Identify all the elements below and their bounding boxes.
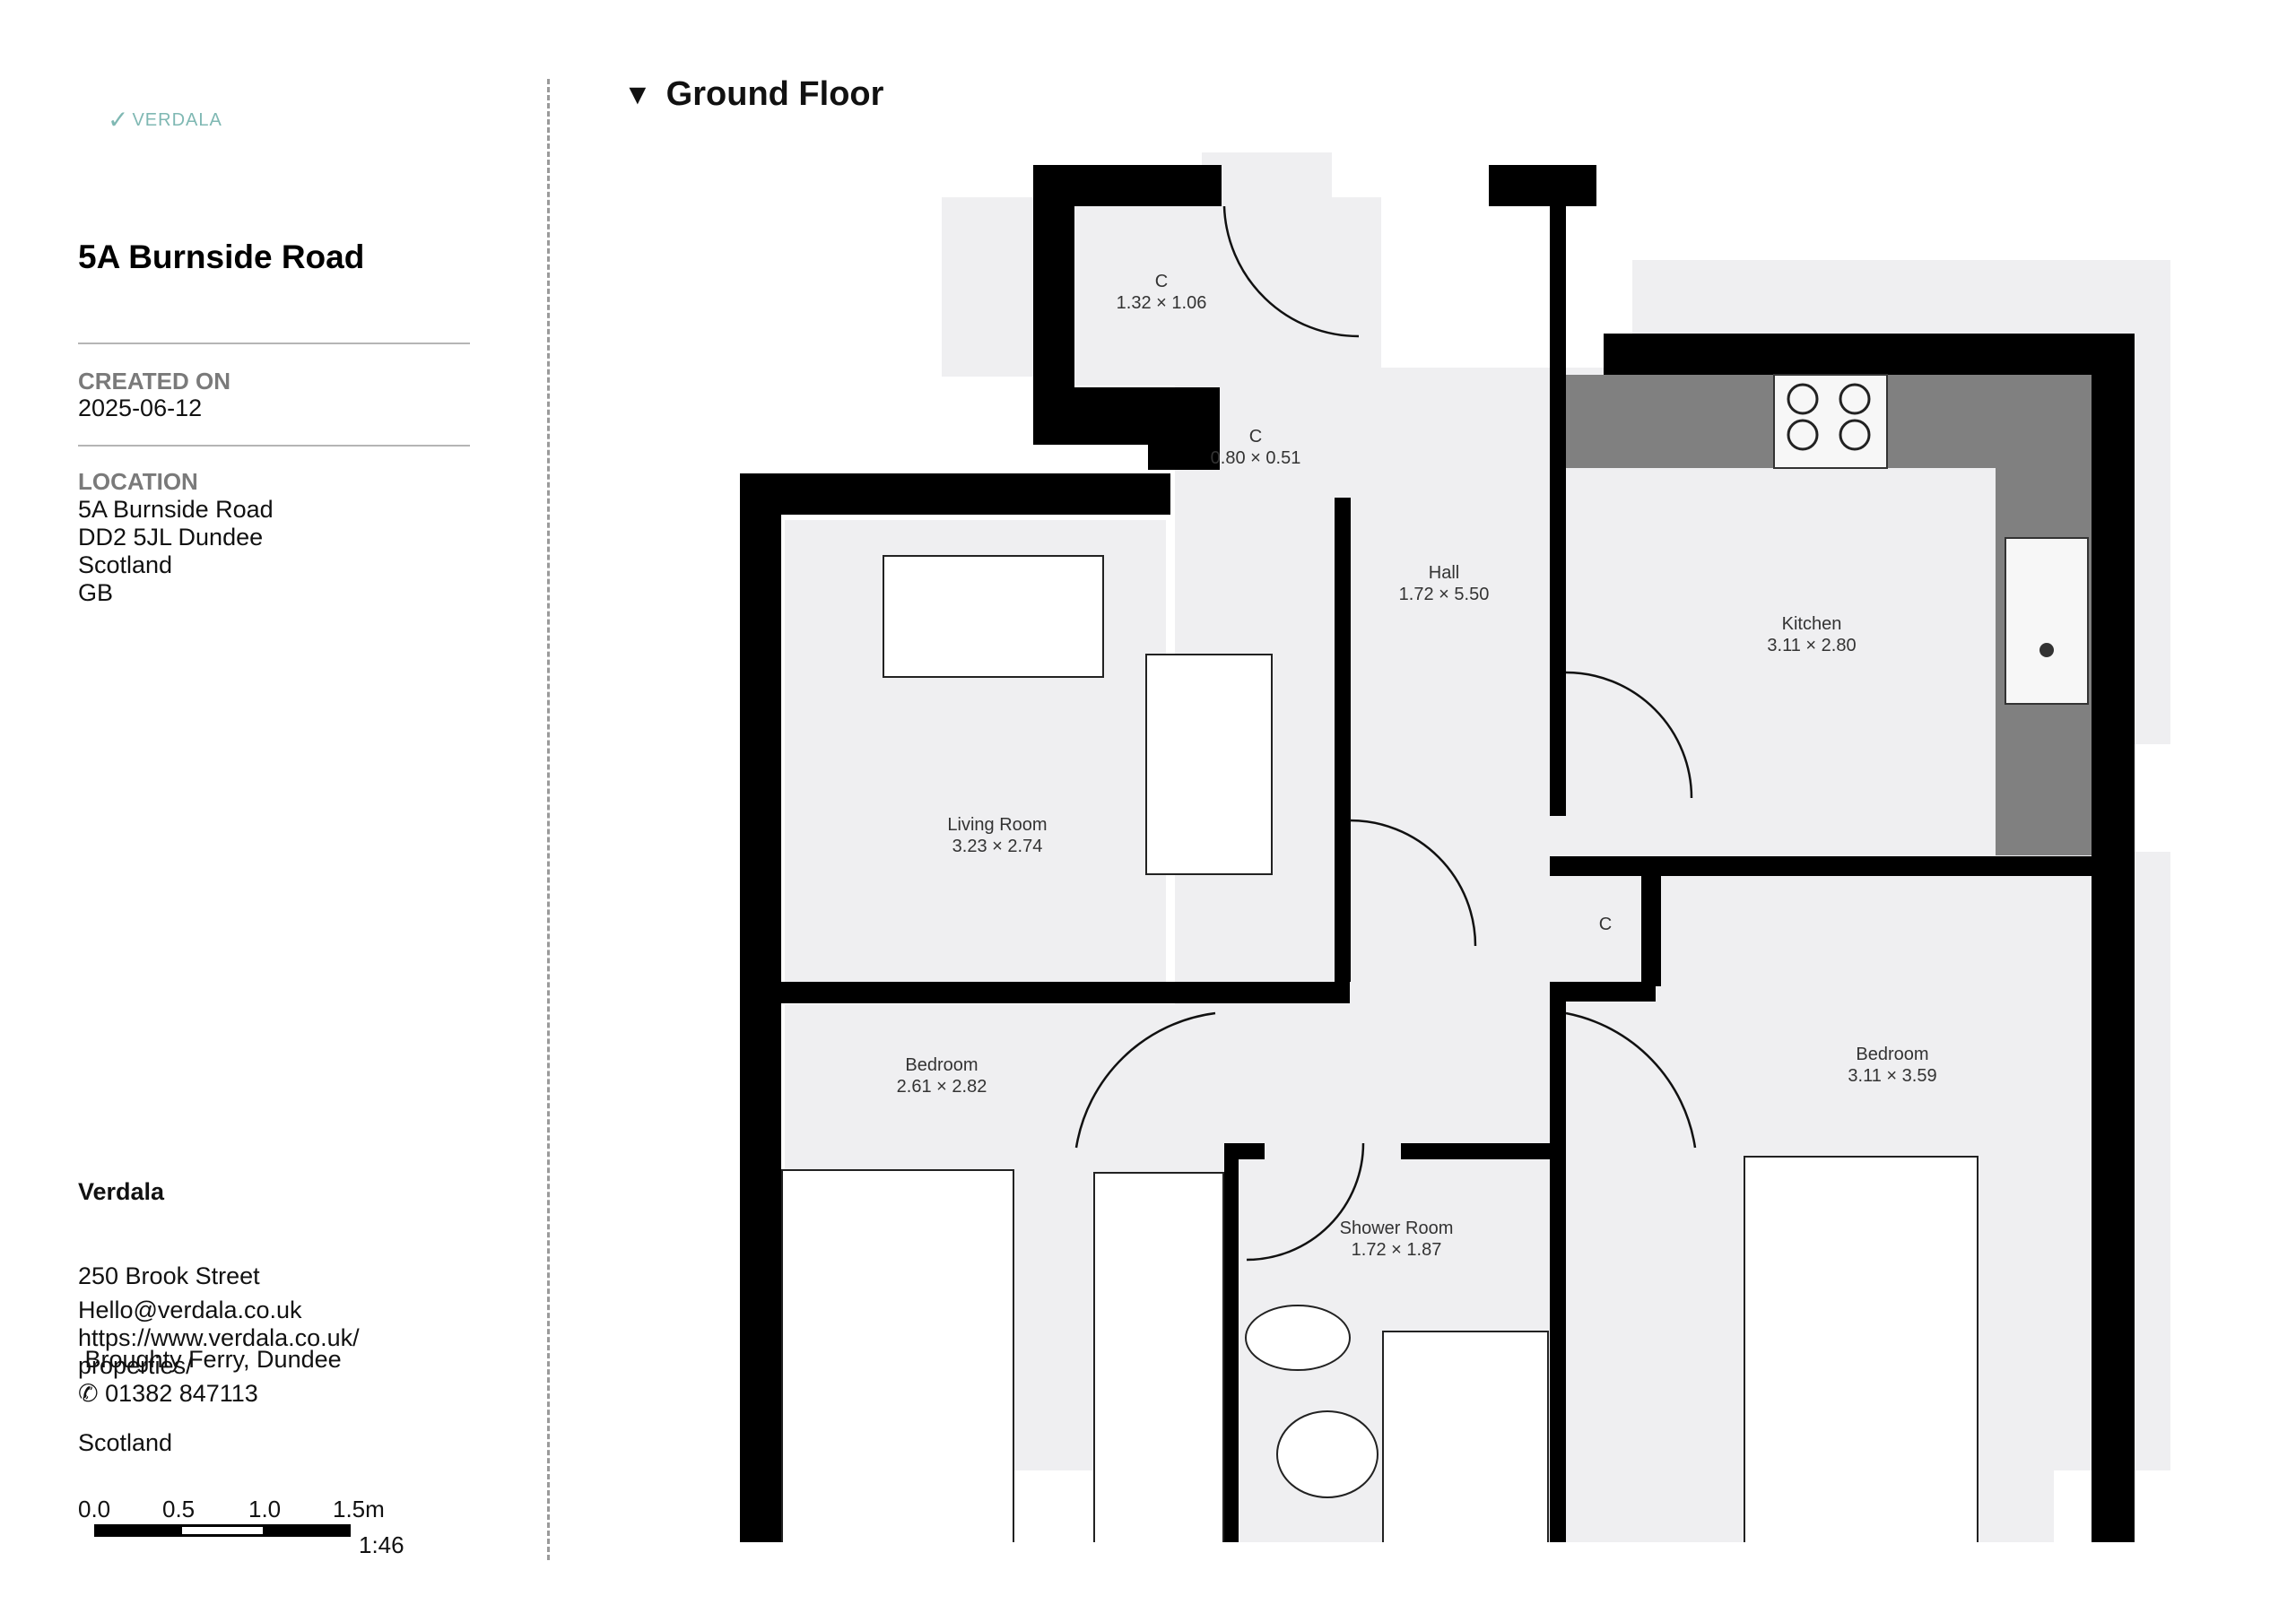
shower-room-door (1246, 1142, 1365, 1262)
room-name: Kitchen (1782, 614, 1842, 634)
floor-name: Ground Floor (665, 75, 884, 113)
room-name: Hall (1429, 563, 1459, 583)
sink-icon (2005, 537, 2089, 705)
kitchen-worktop (1566, 374, 2092, 855)
scale-tick-label: 0.5 (162, 1496, 196, 1522)
scale-segment (265, 1524, 351, 1537)
location-line: GB (78, 579, 114, 606)
wardrobe-icon (1093, 1172, 1224, 1542)
sidebar-divider (547, 79, 550, 1560)
website-line: properties/ (78, 1352, 193, 1379)
room-size: 3.11 × 2.80 (1767, 636, 1856, 655)
agency-name: Verdala (78, 1178, 165, 1205)
scale-segment (94, 1524, 180, 1537)
room-size: 3.23 × 2.74 (952, 837, 1043, 856)
divider (78, 445, 470, 447)
room-size: 3.11 × 3.59 (1848, 1066, 1936, 1086)
toilet-icon (1245, 1305, 1351, 1371)
sidebar: ✓ VERDALA 5A Burnside Road CREATED ON 20… (0, 0, 549, 1622)
brand-logo: ✓ VERDALA (108, 108, 222, 133)
room-size: 0.80 × 0.51 (1211, 448, 1301, 468)
room-name: C (1249, 427, 1262, 447)
scale-ratio: 1:46 (359, 1531, 404, 1558)
bed-icon (781, 1169, 1014, 1542)
phone-number: 01382 847113 (105, 1380, 258, 1407)
agency-contact: Hello@verdala.co.uk https://www.verdala.… (78, 1297, 360, 1408)
location-label: LOCATION (78, 468, 198, 495)
sofa-icon (1145, 654, 1273, 875)
location-line: 5A Burnside Road (78, 496, 274, 523)
scale-bar: 0.0 0.5 1.0 1.5m 1:46 (78, 1496, 437, 1558)
door-swings (1074, 205, 1697, 1262)
agency-website-link[interactable]: https://www.verdala.co.uk/ properties/ (78, 1324, 360, 1380)
logo-text: VERDALA (132, 109, 222, 130)
hob-icon (1787, 383, 1871, 451)
scale-tick-label: 0.0 (78, 1496, 111, 1522)
walls (740, 165, 2135, 1542)
spacer (1193, 269, 1202, 270)
scale-segment (179, 1524, 265, 1537)
location-line: DD2 5JL Dundee (78, 524, 264, 551)
furniture (781, 555, 1979, 1542)
property-title: 5A Burnside Road (78, 239, 365, 275)
living-room-door (1349, 819, 1477, 947)
collapse-triangle-icon: ▼ (623, 78, 652, 110)
agency-address-line: 250 Brook Street (78, 1262, 260, 1289)
front-door (1222, 205, 1360, 338)
floor-plan: C 1.32 × 1.06 C 0.80 × 0.51 Hall 1.72 × … (740, 152, 2170, 1542)
agency-address-line: Scotland (78, 1429, 173, 1456)
room-name: C (1155, 272, 1168, 291)
room-size: 2.61 × 2.82 (897, 1077, 987, 1097)
room-size: 1.32 × 1.06 (1117, 293, 1207, 313)
verdala-logo-icon: ✓ (108, 106, 129, 134)
location-line: Scotland (78, 551, 173, 578)
agency-phone[interactable]: ✆ 01382 847113 (78, 1380, 360, 1408)
sofa-icon (883, 555, 1104, 678)
phone-icon: ✆ (78, 1380, 99, 1407)
room-name: Bedroom (1856, 1045, 1928, 1064)
agency-address-line: Broughty Ferry, Dundee (78, 1346, 342, 1373)
bedroom-2-door (1565, 1011, 1697, 1149)
floor-heading[interactable]: ▼ Ground Floor (623, 75, 883, 114)
room-size: 1.72 × 1.87 (1352, 1240, 1442, 1260)
room-labels: C 1.32 × 1.06 C 0.80 × 0.51 Hall 1.72 × … (897, 272, 1937, 1260)
room-name: Bedroom (905, 1055, 978, 1075)
kitchen-door (1565, 671, 1693, 799)
website-line: https://www.verdala.co.uk/ (78, 1324, 360, 1351)
bed-icon (1744, 1156, 1979, 1542)
agency-email-link[interactable]: Hello@verdala.co.uk (78, 1297, 302, 1323)
divider (78, 343, 470, 344)
basin-icon (1276, 1410, 1378, 1498)
bedroom-1-door (1074, 1011, 1216, 1149)
scale-tick-label: 1.5m (333, 1496, 385, 1522)
created-label: CREATED ON (78, 368, 230, 395)
room-name: Shower Room (1340, 1219, 1454, 1238)
scale-tick-label: 1.0 (248, 1496, 282, 1522)
room-size: 1.72 × 5.50 (1399, 585, 1490, 604)
shower-tray-icon (1382, 1331, 1549, 1542)
agency-address: 250 Brook Street Broughty Ferry, Dundee … (78, 1207, 342, 1513)
room-name: C (1599, 915, 1612, 934)
room-name: Living Room (947, 815, 1047, 835)
location-address: 5A Burnside Road DD2 5JL Dundee Scotland… (78, 496, 274, 607)
created-value: 2025-06-12 (78, 395, 203, 421)
